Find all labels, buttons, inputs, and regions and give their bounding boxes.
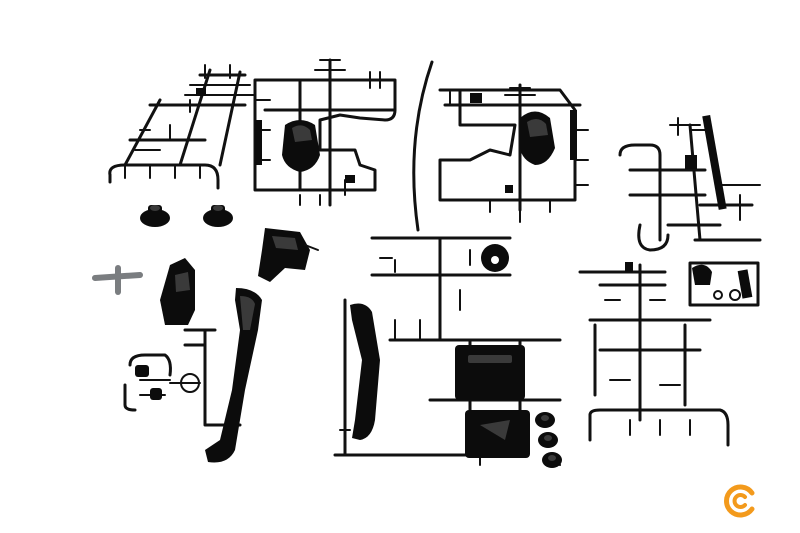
right-lower-sprue: [578, 262, 730, 447]
sprue-frame-d: [618, 114, 762, 252]
sprue-frame-a: [108, 64, 256, 190]
center-sprue: [333, 236, 562, 468]
right-framed-sprue: [688, 261, 760, 307]
curved-rod: [412, 60, 434, 232]
orange-c-logo-icon: [724, 484, 755, 518]
sprue-frame-b: [253, 58, 397, 207]
mirror-sprue: [123, 353, 172, 412]
sprue-frame-c: [438, 83, 589, 223]
seat-bracket-part: [258, 228, 319, 282]
spoiler-sprue: [169, 288, 262, 463]
knob-part-left: [140, 205, 170, 227]
mount-bracket-part: [160, 258, 195, 325]
knob-part-right: [203, 205, 233, 227]
gray-cross-part: [92, 265, 143, 295]
